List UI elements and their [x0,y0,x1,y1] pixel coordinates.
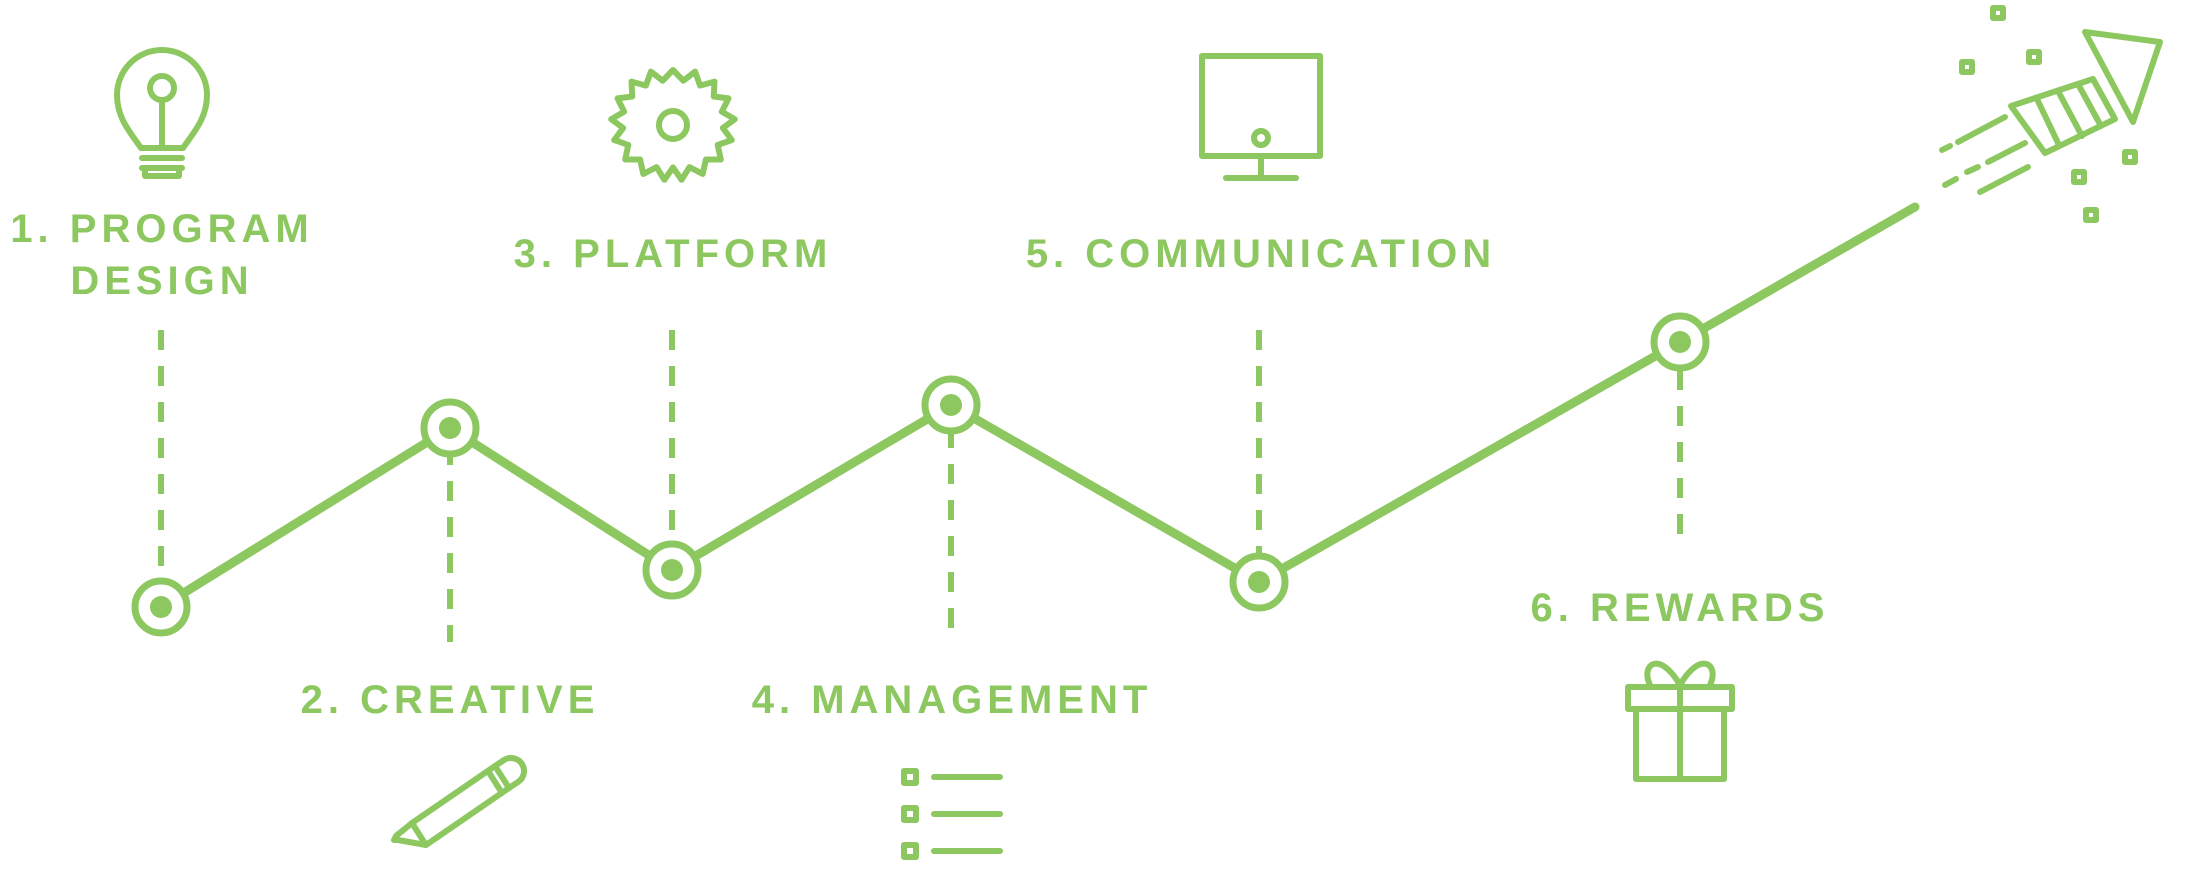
step-title-2: 2. CREATIVE [300,678,600,722]
step-label-5: 5. COMMUNICATION [1026,228,1496,280]
step-number-1: 1. [10,207,54,251]
monitor-icon [1199,53,1323,181]
step-title-5: 5. COMMUNICATION [1025,232,1497,276]
step-label-6: 6. REWARDS [1531,582,1830,634]
node-6 [1650,312,1710,372]
gift-icon [1625,660,1735,782]
lightbulb-icon [114,47,210,179]
step-title-1-line1: 1. PROGRAM [10,207,314,251]
step-number-2: 2. [300,678,344,722]
step-label-4: 4. MANAGEMENT [752,674,1153,726]
checklist-icon [901,768,1003,860]
step-title-4: 4. MANAGEMENT [751,678,1153,722]
step-number-6: 6. [1530,586,1574,630]
step-number-5: 5. [1025,232,1070,276]
pencil-icon [391,755,527,848]
node-3 [642,540,702,600]
node-4 [921,375,981,435]
step-title-6: 6. REWARDS [1530,586,1830,630]
node-1 [131,577,191,637]
rocket-icon [1939,5,2163,223]
step-number-3: 3. [513,232,558,276]
node-2 [420,398,480,458]
node-5 [1229,552,1289,612]
step-number-4: 4. [751,678,796,722]
gear-icon [608,67,738,183]
step-label-3: 3. PLATFORM [514,228,833,280]
step-label-1: 1. PROGRAM DESIGN [10,203,313,307]
step-title-3: 3. PLATFORM [513,232,833,276]
step-title-1-line2: DESIGN [70,259,254,303]
step-label-2: 2. CREATIVE [301,674,600,726]
dashed-connectors [158,330,1683,642]
journey-nodes [131,312,1710,637]
